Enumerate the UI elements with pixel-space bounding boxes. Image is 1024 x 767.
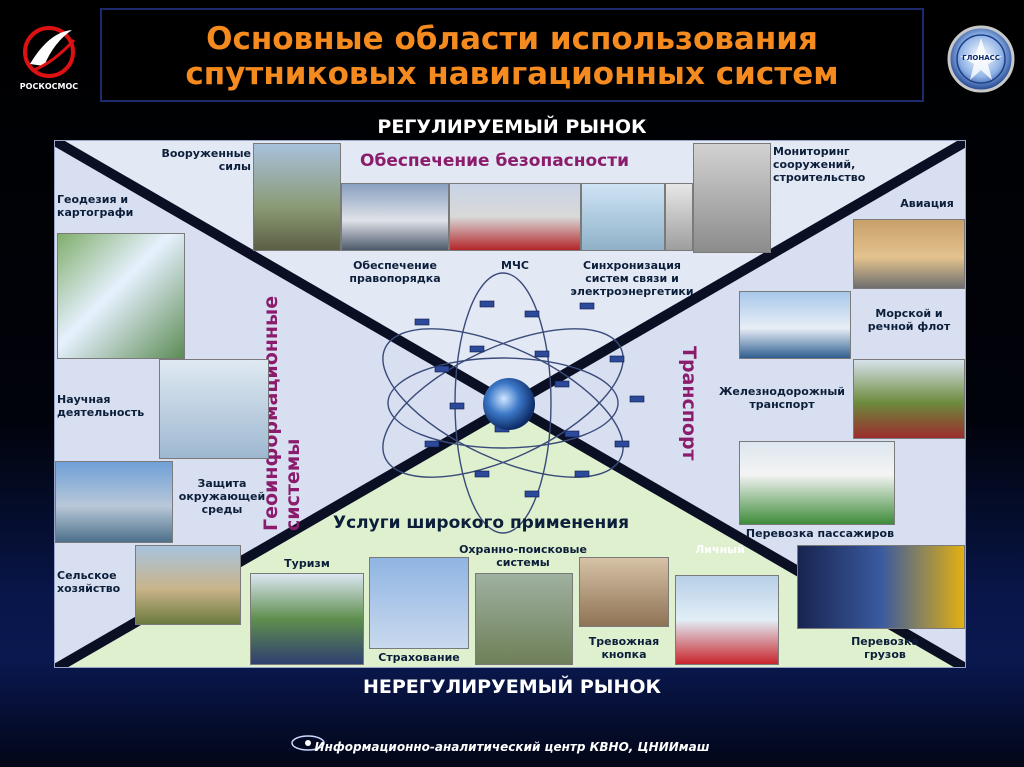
alarm-photo	[579, 557, 669, 627]
transport-section-title: Транспорт	[678, 346, 700, 461]
label-agriculture: Сельское хозяйство	[57, 569, 121, 595]
label-personal: Личный	[695, 543, 745, 556]
label-rail: Железнодорожный транспорт	[718, 385, 846, 411]
unregulated-market-label: НЕРЕГУЛИРУЕМЫЙ РЫНОК	[362, 676, 662, 698]
label-environment: Защита окружающей среды	[178, 477, 266, 516]
roscosmos-logo: РОСКОСМОС	[14, 22, 84, 96]
police-photo	[341, 183, 449, 251]
truck-photo	[797, 545, 965, 629]
mchs-photo	[449, 183, 581, 251]
label-mchs: МЧС	[501, 259, 529, 272]
label-passengers: Перевозка пассажиров	[745, 527, 895, 540]
label-monitoring: Мониторинг сооружений, строительство	[773, 145, 866, 184]
label-law-order: Обеспечение правопорядка	[349, 259, 441, 285]
regulated-market-label: РЕГУЛИРУЕМЫЙ РЫНОК	[377, 116, 647, 138]
title-box: Основные области использования спутников…	[100, 8, 924, 102]
title-line-1: Основные области использования	[206, 21, 818, 57]
clocks-photo	[665, 183, 693, 251]
geodesy-photo	[57, 233, 185, 359]
personal-photo	[675, 575, 779, 665]
insurance-photo	[369, 557, 469, 649]
agriculture-photo	[135, 545, 241, 625]
glonass-logo: ГЛОНАСС	[946, 24, 1016, 94]
bus-photo	[739, 441, 895, 525]
train-photo	[853, 359, 965, 439]
armed-forces-photo	[253, 143, 341, 251]
construction-photo	[693, 143, 771, 253]
label-tourism: Туризм	[284, 557, 330, 570]
label-insurance: Страхование	[378, 651, 460, 664]
label-sync: Синхронизация систем связи и электроэнер…	[570, 259, 694, 298]
services-section-title: Услуги широкого применения	[333, 513, 630, 533]
title-line-2: спутниковых навигационных систем	[185, 56, 839, 92]
label-alarm: Тревожная кнопка	[588, 635, 660, 661]
roscosmos-logo-text: РОСКОСМОС	[19, 82, 79, 91]
label-aviation: Авиация	[900, 197, 954, 210]
label-sea: Морской и речной флот	[867, 307, 951, 333]
aviation-photo	[853, 219, 965, 289]
guard-photo	[475, 573, 573, 665]
label-geodesy: Геодезия и картографи	[57, 193, 134, 219]
label-cargo: Перевозка грузов	[851, 635, 919, 661]
security-section-title: Обеспечение безопасности	[360, 151, 630, 171]
label-science: Научная деятельность	[57, 393, 145, 419]
diagram-panel: Обеспечение безопасности Геоинформационн…	[54, 140, 966, 668]
power-lines-photo	[581, 183, 665, 251]
footer-note: Информационно-аналитический центр КВНО, …	[314, 740, 710, 754]
science-photo	[159, 359, 269, 459]
orbit-icon	[288, 728, 328, 758]
page-title: Основные области использования спутников…	[102, 22, 922, 92]
label-armed-forces: Вооруженные силы	[161, 147, 251, 173]
glonass-logo-text: ГЛОНАСС	[962, 54, 1000, 62]
ship-photo	[739, 291, 851, 359]
tourism-photo	[250, 573, 364, 665]
label-security-search: Охранно-поисковые системы	[459, 543, 587, 569]
environment-photo	[55, 461, 173, 543]
